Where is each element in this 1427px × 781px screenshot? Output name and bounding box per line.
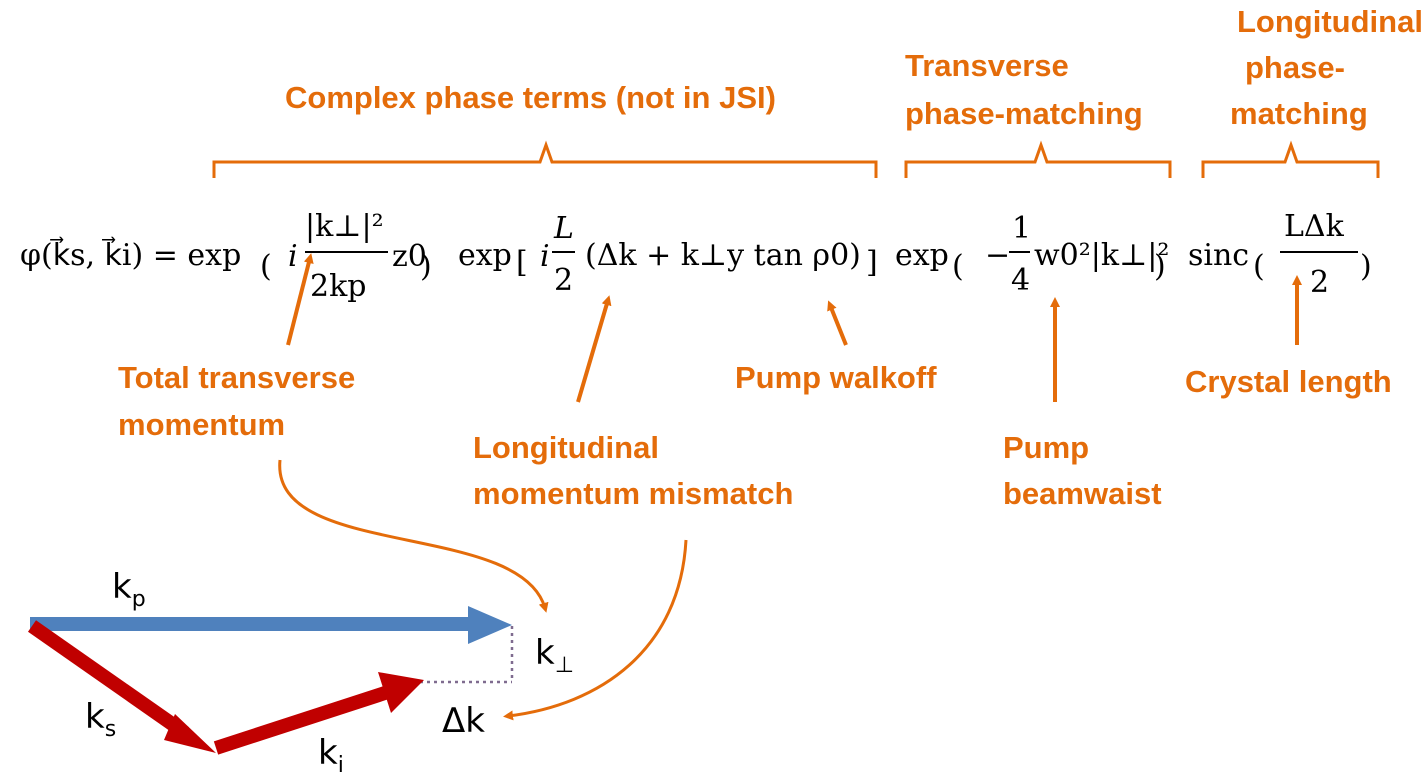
transverse-label-line1: Transverse [905, 48, 1069, 83]
total-transverse-label-line1: Total transverse [118, 360, 355, 395]
imag-unit-1: i [288, 239, 298, 274]
transverse-bracket [904, 140, 1172, 178]
transverse-label-line2: phase-matching [905, 96, 1143, 131]
term2-prefix: exp [458, 238, 512, 273]
dk-label: Δk [442, 701, 485, 741]
term2-body: (Δk + k⊥y tan ρ0) [585, 238, 861, 273]
paren-open-4: ( [1253, 249, 1265, 284]
term3-frac-num: 1 [1012, 211, 1031, 246]
pump-beamwaist-label-line2: beamwaist [1003, 476, 1162, 511]
signal-vector-shaft [27, 620, 190, 739]
total-transverse-arrow [286, 253, 314, 346]
term1-denominator: 2kp [310, 269, 366, 304]
paren-close-4: ) [1360, 249, 1372, 284]
kp-label: kp [112, 567, 146, 612]
ks-label: ks [85, 697, 116, 742]
term3-body: w0²|k⊥|² [1034, 238, 1169, 273]
imag-unit-2: i [540, 239, 550, 274]
pump-vector-head [468, 606, 512, 644]
term4-denominator: 2 [1310, 265, 1329, 300]
pump-walkoff-label: Pump walkoff [735, 360, 937, 395]
pump-beamwaist-label-line1: Pump [1003, 430, 1089, 465]
phase-equation: φ(k⃗s, k⃗i) = exp ( i |k⊥|² 2kp z0 ) exp… [20, 209, 1372, 304]
ki-label: ki [318, 733, 344, 778]
term2-frac-den: 2 [554, 263, 573, 298]
transverse-to-kperp-connector [278, 459, 549, 613]
equation-lhs: φ(k⃗s, k⃗i) = exp [20, 237, 241, 273]
paren-open-3: ( [952, 249, 964, 284]
pump-walkoff-arrow [827, 300, 848, 346]
longitudinal-mismatch-label-line1: Longitudinal [473, 430, 659, 465]
longitudinal-mismatch-arrow [576, 295, 612, 403]
mismatch-to-dk-connector [503, 539, 688, 721]
paren-close-3: ) [1154, 249, 1166, 284]
complex-phase-label: Complex phase terms (not in JSI) [285, 80, 776, 115]
signal-vector-head [164, 714, 216, 753]
longitudinal-label-line2: phase- [1245, 50, 1345, 85]
bracket-open-2: [ [516, 245, 528, 280]
longitudinal-label-line1: Longitudinal [1237, 4, 1423, 39]
term3-frac-den: 4 [1011, 263, 1030, 298]
paren-open-1: ( [260, 249, 272, 284]
term4-prefix: sinc [1188, 238, 1249, 273]
crystal-length-label: Crystal length [1185, 364, 1392, 399]
paren-close-1: ) [420, 249, 432, 284]
idler-vector-head [378, 672, 424, 713]
bracket-close-2: ] [866, 245, 878, 280]
term3-minus: − [985, 238, 1010, 273]
longitudinal-bracket [1201, 140, 1380, 178]
term3-prefix: exp [895, 238, 949, 273]
momentum-vector-diagram: kp k⊥ ks ki Δk [27, 567, 574, 778]
term4-numerator: LΔk [1284, 209, 1345, 244]
term1-tail: z0 [392, 239, 427, 274]
term1-numerator: |k⊥|² [305, 209, 384, 244]
kperp-label: k⊥ [535, 633, 574, 678]
total-transverse-label-line2: momentum [118, 407, 285, 442]
longitudinal-label-line3: matching [1230, 96, 1368, 131]
complex-phase-bracket [212, 140, 878, 178]
term2-frac-num: L [553, 211, 574, 246]
longitudinal-mismatch-label-line2: momentum mismatch [473, 476, 793, 511]
idler-vector-shaft [213, 685, 391, 755]
